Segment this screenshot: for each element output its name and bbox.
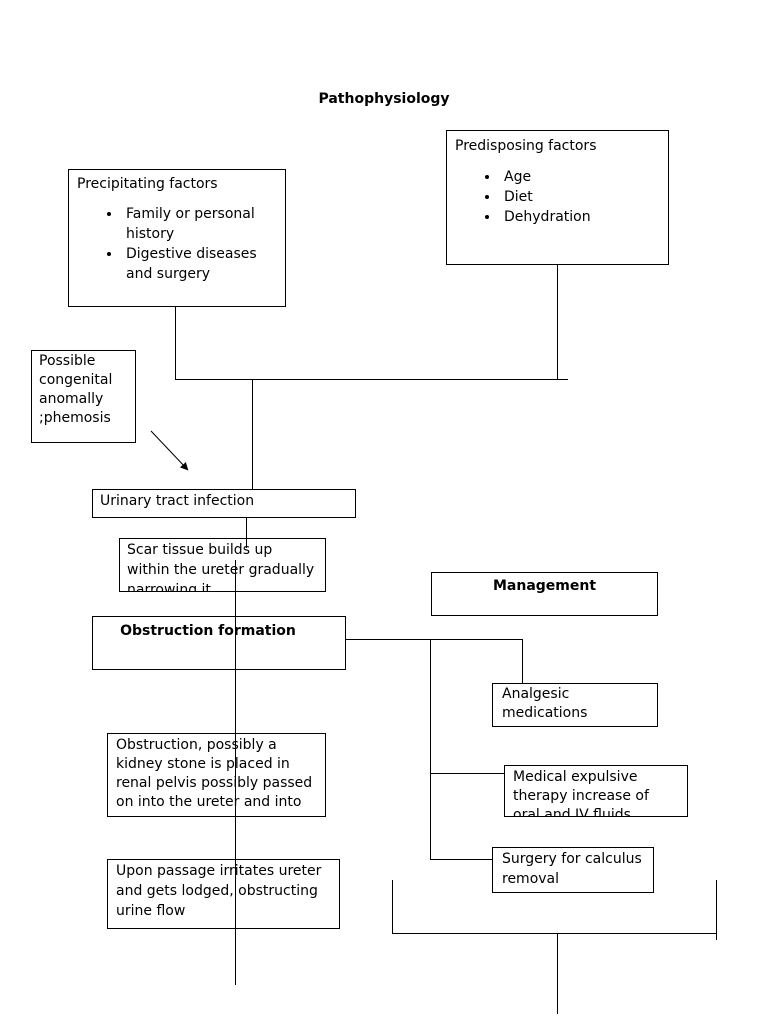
surgery-text: Surgery for calculus removal xyxy=(502,851,642,887)
congenital-text: Possible congenital anomally ;phemosis xyxy=(39,353,113,426)
predisposing-list: Age Diet Dehydration xyxy=(455,167,660,227)
page-title: Pathophysiology xyxy=(318,91,450,107)
passage-box: Upon passage irritates ureter and gets l… xyxy=(107,859,340,929)
obstruction-formation-box: Obstruction formation xyxy=(92,616,346,670)
congenital-anomaly-box: Possible congenital anomally ;phemosis xyxy=(31,350,136,443)
congenital-arrow xyxy=(150,430,189,471)
urinary-tract-infection-box: Urinary tract infection xyxy=(92,489,356,518)
predisposing-factors-box: Predisposing factors Age Diet Dehydratio… xyxy=(446,130,669,265)
uti-text: Urinary tract infection xyxy=(100,493,255,509)
precipitating-list: Family or personal history Digestive dis… xyxy=(77,204,277,284)
kidney-stone-box: Obstruction, possibly a kidney stone is … xyxy=(107,733,326,817)
management-box: Management xyxy=(431,572,658,616)
list-item: Digestive diseases and surgery xyxy=(122,244,277,284)
surgery-box: Surgery for calculus removal xyxy=(492,847,654,893)
scar-tissue-box: Scar tissue builds up within the ureter … xyxy=(119,538,326,592)
precipitating-heading: Precipitating factors xyxy=(77,176,218,192)
list-item: Family or personal history xyxy=(122,204,277,244)
expulsive-text: Medical expulsive therapy increase of or… xyxy=(513,769,649,817)
analgesic-text: Analgesic medications xyxy=(502,686,588,721)
scar-text: Scar tissue builds up within the ureter … xyxy=(127,542,315,592)
list-item: Dehydration xyxy=(500,207,660,227)
expulsive-therapy-box: Medical expulsive therapy increase of or… xyxy=(504,765,688,817)
list-item: Age xyxy=(500,167,660,187)
passage-text: Upon passage irritates ureter and gets l… xyxy=(116,863,322,919)
kidney-stone-text: Obstruction, possibly a kidney stone is … xyxy=(116,737,313,810)
management-heading: Management xyxy=(492,578,597,594)
obstruction-formation-text: Obstruction formation xyxy=(120,623,296,639)
predisposing-heading: Predisposing factors xyxy=(455,138,597,154)
precipitating-factors-box: Precipitating factors Family or personal… xyxy=(68,169,286,307)
analgesic-box: Analgesic medications xyxy=(492,683,658,727)
list-item: Diet xyxy=(500,187,660,207)
